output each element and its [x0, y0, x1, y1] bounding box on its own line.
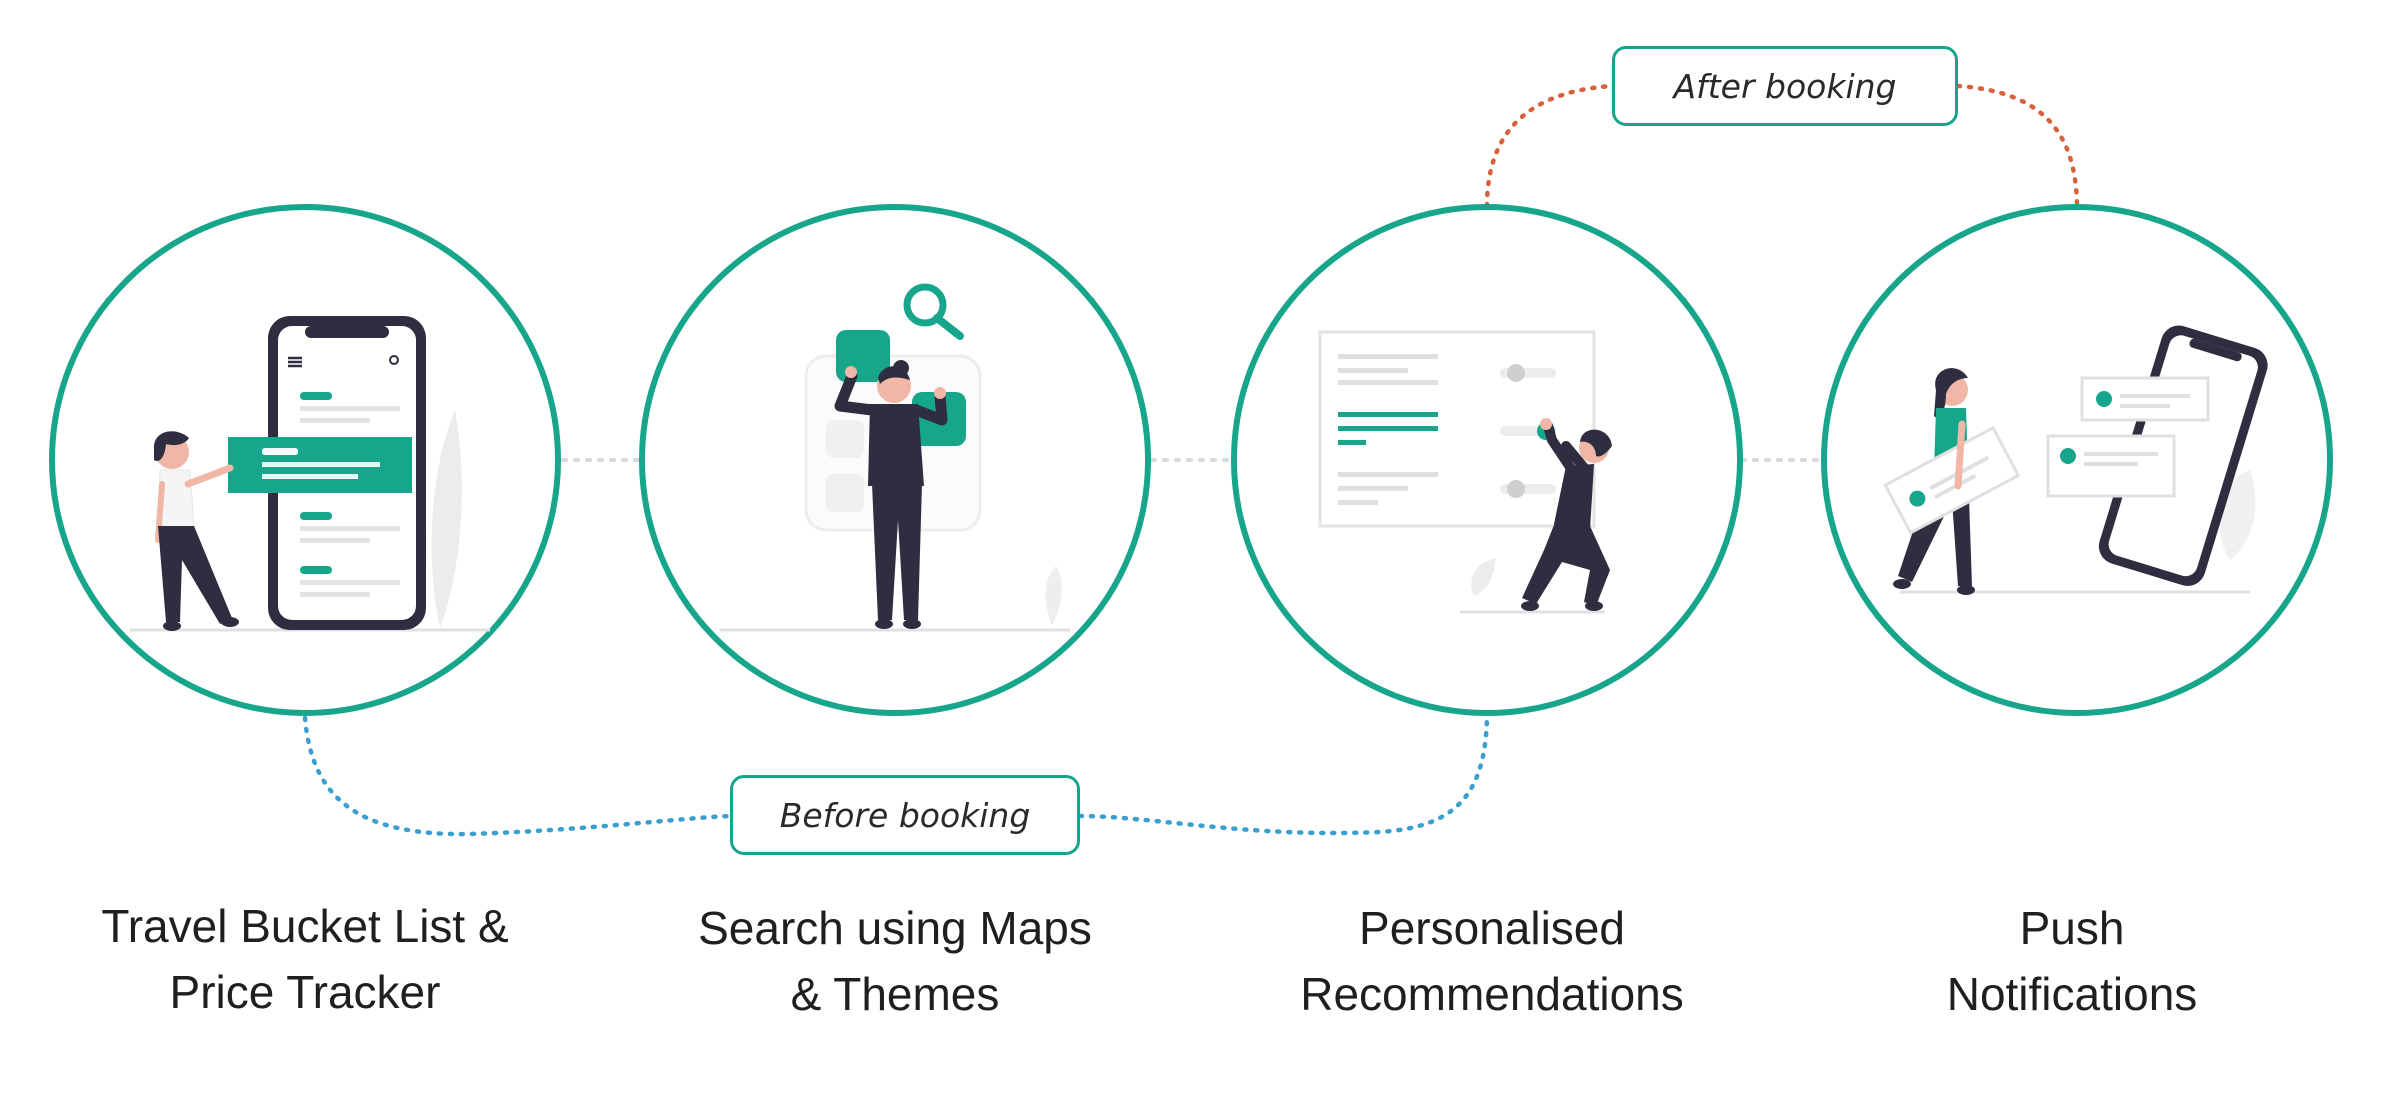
- person-figure: [1883, 368, 2021, 595]
- notification-card: [2080, 376, 2210, 422]
- leaf-decoration: [1045, 566, 1062, 626]
- step-2-label: Search using Maps & Themes: [698, 902, 1092, 1020]
- notification-card: [2046, 434, 2176, 498]
- step-3-illustration: [1231, 204, 1743, 716]
- list-item-line: [300, 418, 370, 423]
- phone-notch: [305, 326, 389, 338]
- after-booking-connector: [1484, 83, 2080, 209]
- step-2-illustration: [639, 204, 1151, 716]
- list-item-accent: [300, 566, 332, 574]
- person-figure: [153, 431, 239, 631]
- step-3-label: Personalised Recommendations: [1300, 902, 1684, 1020]
- search-icon: [389, 355, 399, 365]
- person-figure: [1521, 418, 1612, 611]
- leaf-decoration: [1471, 558, 1496, 596]
- leaf-decoration: [431, 410, 462, 628]
- list-item-line: [300, 526, 400, 531]
- list-item-line: [300, 538, 370, 543]
- after-booking-label: After booking: [1612, 46, 1958, 126]
- menu-icon: [288, 356, 302, 368]
- toggle-slider: [1500, 364, 1556, 498]
- person-figure: [834, 360, 948, 629]
- before-booking-connector: [302, 715, 1490, 837]
- step-1-illustration: [49, 204, 561, 716]
- magnifier-icon: [903, 283, 947, 327]
- step-1-label: Travel Bucket List & Price Tracker: [101, 900, 509, 1018]
- before-booking-label: Before booking: [730, 775, 1080, 855]
- list-item-line: [300, 592, 370, 597]
- phone-device: [2098, 325, 2268, 586]
- step-4-illustration: [1821, 204, 2333, 716]
- list-item-line: [300, 406, 400, 411]
- list-item-line: [300, 580, 400, 585]
- list-item-accent: [300, 392, 332, 400]
- step-4-label: Push Notifications: [1946, 902, 2198, 1020]
- list-item-accent: [300, 512, 332, 520]
